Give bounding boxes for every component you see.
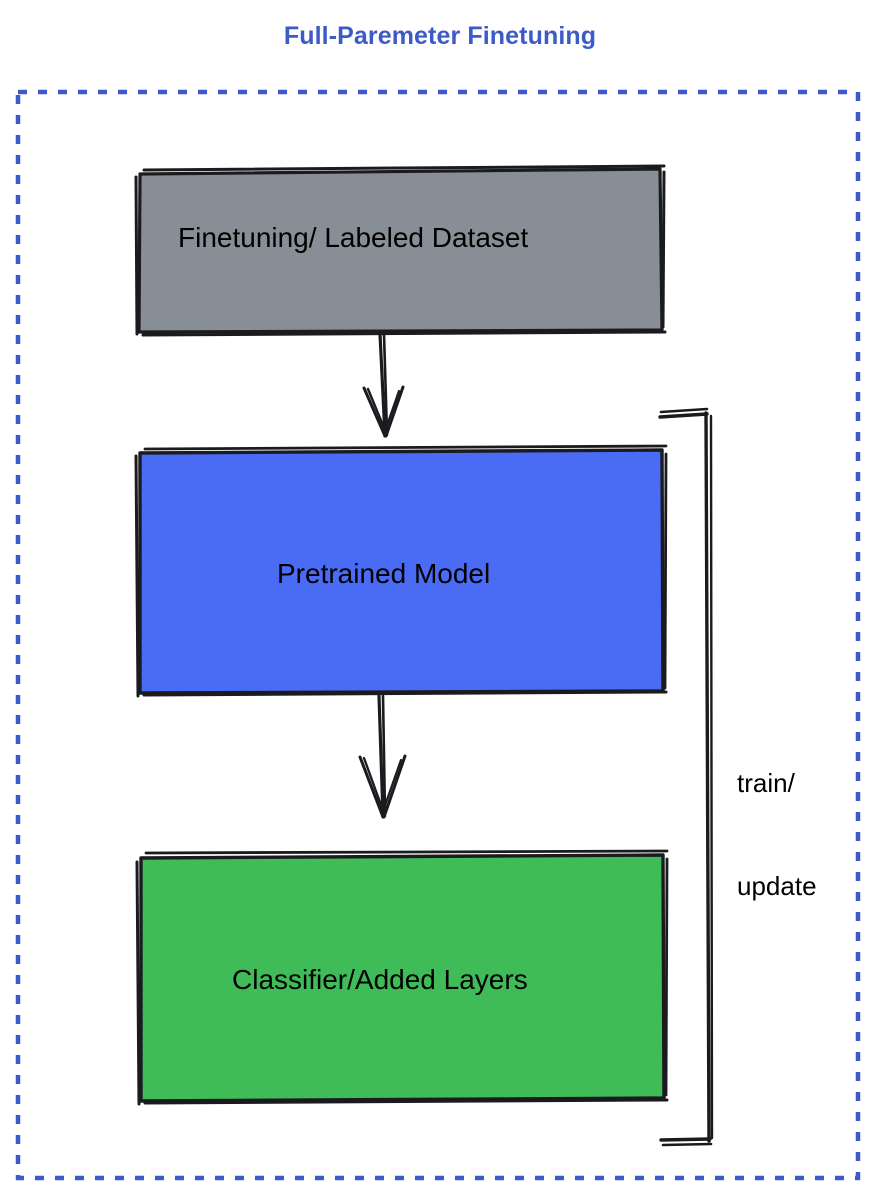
arrow-2-head-left-2 [362,756,387,818]
node-classifier-label: Classifier/Added Layers [232,964,528,995]
node-classifier-fill [141,855,664,1100]
node-classifier[interactable] [135,849,669,1106]
arrow-1-head-left [362,386,387,438]
node-model-fill [140,450,663,692]
dashed-container-rect [15,89,861,1181]
node-model-border-b [134,454,140,698]
node-model-border-e [663,452,668,690]
node-dataset[interactable] [134,164,667,337]
feedback-edge-label: train/ update [737,697,817,972]
bracket-bottom-b [661,1142,713,1147]
arrow-1-head-right-2 [382,389,401,436]
arrow-1-shaft-b [382,332,389,436]
node-dataset-border-c [134,175,139,336]
bracket-bottom-a [659,1137,712,1142]
feedback-edge-label-line2: update [737,870,817,901]
node-dataset-label: Finetuning/ Labeled Dataset [178,222,529,253]
node-classifier-border-c [144,849,669,855]
bracket-vertical-a [704,411,711,1143]
arrow-2-head-left [358,755,385,819]
arrow-model-to-classifier [358,694,407,819]
arrow-dataset-to-model [362,332,405,438]
bracket-top-b [659,407,709,414]
node-model-border-c [143,444,668,451]
node-pretrained-model-label: Pretrained Model [277,558,491,589]
arrow-2-head-right-2 [380,758,403,816]
node-dataset-border-a [137,167,664,334]
node-classifier-border-e [664,857,669,1097]
page-title: Full-Paremeter Finetuning [283,22,597,50]
arrow-1-shaft-a [378,332,387,438]
bracket-top-a [658,412,709,419]
arrow-2-shaft-a [377,694,385,819]
node-pretrained-model[interactable] [134,444,668,698]
feedback-edge-label-line1: train/ [737,767,795,798]
node-classifier-border-b [135,860,141,1106]
arrow-2-shaft-b [381,694,387,816]
arrow-2-head-right [382,754,407,819]
feedback-bracket [658,407,714,1147]
arrow-1-head-right [384,385,405,438]
node-model-border-d [142,690,668,697]
node-classifier-border-a [139,853,666,1103]
node-dataset-border-e [661,170,666,329]
node-dataset-border-d [141,330,667,337]
arrow-1-head-left-2 [366,387,389,437]
bracket-vertical-b [709,414,714,1140]
node-dataset-fill [139,168,661,331]
node-classifier-border-d [143,1098,669,1105]
node-dataset-border-b [142,164,666,172]
